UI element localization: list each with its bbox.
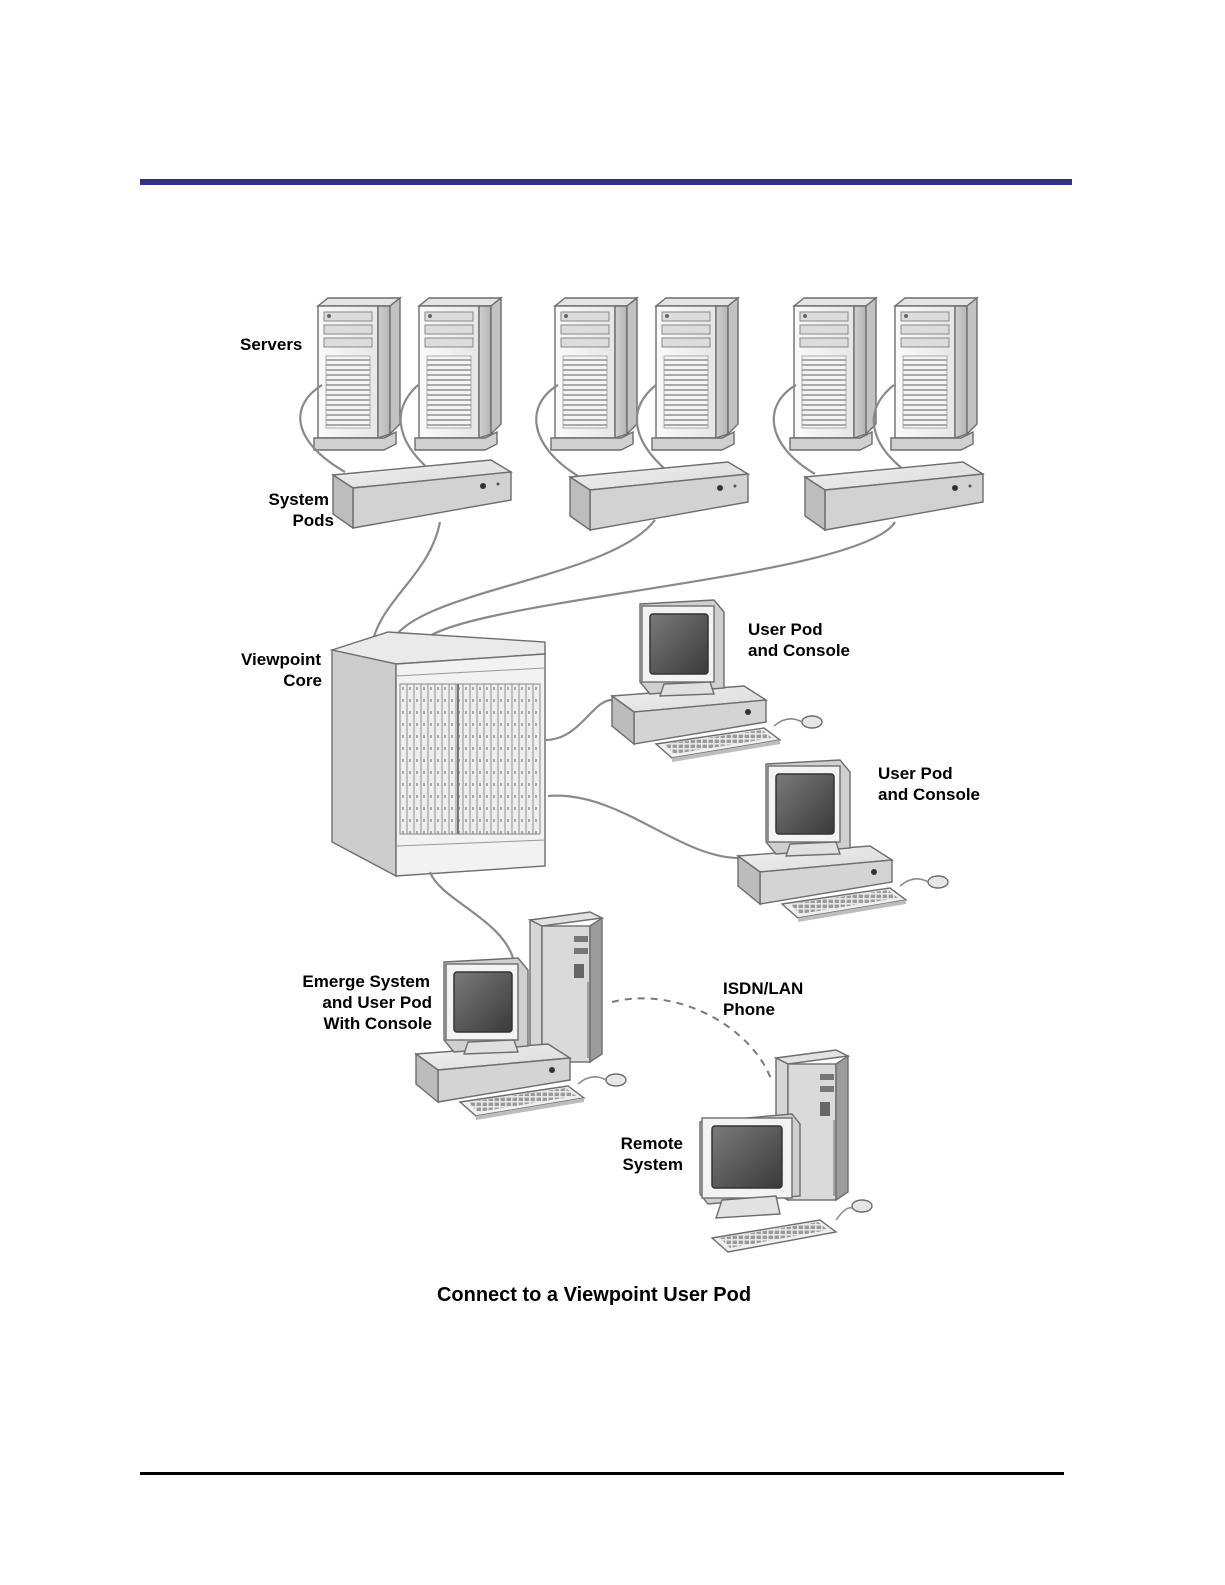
user-pod-label-line1: User Pod <box>748 620 823 639</box>
viewpoint-core-icon <box>332 632 545 876</box>
user-pod-label-line2: and Console <box>878 785 980 804</box>
server-tower-icon <box>551 298 637 450</box>
remote-system-label-line2: System <box>623 1155 683 1174</box>
server-tower-icon <box>314 298 400 450</box>
user-pod-label-line1: User Pod <box>878 764 953 783</box>
server-tower-icon <box>652 298 738 450</box>
cable <box>545 700 612 740</box>
system-pod-icon <box>570 462 748 530</box>
cable <box>430 872 514 962</box>
viewpoint-core-label-line2: Core <box>283 671 322 690</box>
emerge-label-line2: and User Pod <box>322 993 432 1012</box>
system-pods-label-line2: Pods <box>292 511 334 530</box>
emerge-label-line1: Emerge System <box>302 972 430 991</box>
server-tower-icon <box>790 298 876 450</box>
system-pod-icon <box>333 460 511 528</box>
cable <box>548 796 742 858</box>
figure-caption: Connect to a Viewpoint User Pod <box>437 1284 751 1306</box>
isdn-lan-label-line1: ISDN/LAN <box>723 979 803 998</box>
system-pods-label-line1: System <box>269 490 329 509</box>
emerge-label-line3: With Console <box>324 1014 432 1033</box>
footer-rule <box>140 1472 1064 1475</box>
desktop-tower-icon <box>530 912 602 1062</box>
system-pod-icon <box>805 462 983 530</box>
server-tower-icon <box>891 298 977 450</box>
isdn-lan-label-line2: Phone <box>723 1000 775 1019</box>
user-pod-label-line2: and Console <box>748 641 850 660</box>
remote-system-label-line1: Remote <box>621 1134 683 1153</box>
servers-label: Servers <box>240 335 302 354</box>
cable <box>390 520 655 645</box>
server-tower-icon <box>415 298 501 450</box>
viewpoint-core-label-line1: Viewpoint <box>241 650 321 669</box>
